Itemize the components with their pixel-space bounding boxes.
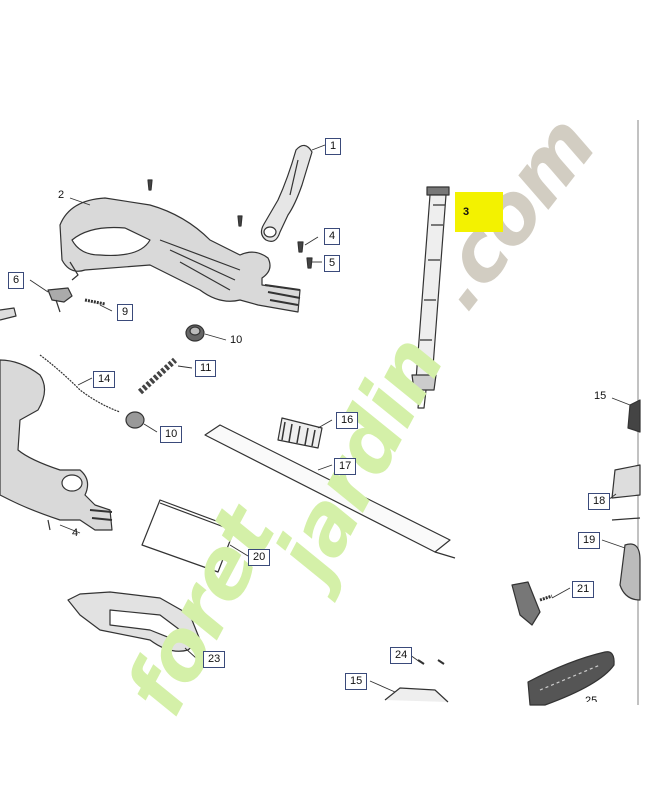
label-part-2: 2 <box>58 189 65 201</box>
label-part-14: 14 <box>93 371 116 388</box>
screw <box>306 257 313 269</box>
label-part-4b: 4 <box>72 527 79 539</box>
screw <box>237 215 243 227</box>
label-part-4: 4 <box>324 228 341 245</box>
spring-9 <box>84 298 106 306</box>
screw <box>147 179 153 191</box>
part-guard-23 <box>67 591 201 652</box>
label-part-20: 20 <box>248 549 271 566</box>
label-part-6: 6 <box>8 272 25 289</box>
part-25 <box>527 651 615 706</box>
part-15b <box>384 687 449 703</box>
label-part-1: 1 <box>325 138 342 155</box>
label-part-15b: 15 <box>345 673 368 690</box>
label-part-16: 16 <box>336 412 359 429</box>
label-part-3-highlighted: 3 <box>455 192 503 232</box>
part-21 <box>511 581 553 626</box>
leader-lines <box>29 144 631 693</box>
label-part-18: 18 <box>588 493 611 510</box>
label-part-11: 11 <box>195 360 217 377</box>
part-6 <box>0 287 73 321</box>
part-sheet-20 <box>141 499 236 573</box>
label-part-21: 21 <box>572 581 595 598</box>
label-part-23: 23 <box>203 651 226 668</box>
screw <box>297 241 304 253</box>
part-cable-14 <box>39 354 121 413</box>
label-part-17: 17 <box>334 458 357 475</box>
part-knob-10b <box>125 411 145 429</box>
part-24 <box>417 659 445 665</box>
part-knob-10a <box>185 324 205 342</box>
part-left-assembly <box>0 359 113 531</box>
label-part-5: 5 <box>324 255 341 272</box>
label-part-15a: 15 <box>594 390 607 402</box>
label-part-25: 25 <box>585 696 598 702</box>
part-plate-17 <box>204 424 456 559</box>
label-part-24: 24 <box>390 647 413 664</box>
part-right-assembly <box>611 399 641 601</box>
part-tube-3 <box>411 186 450 409</box>
part-handle-1 <box>260 144 313 242</box>
part-housing-2 <box>59 197 301 313</box>
part-16 <box>277 417 323 449</box>
label-part-9: 9 <box>117 304 134 321</box>
label-part-19: 19 <box>578 532 601 549</box>
label-part-10a: 10 <box>230 334 243 346</box>
label-part-10b: 10 <box>160 426 183 443</box>
part-spring-11 <box>137 357 178 395</box>
